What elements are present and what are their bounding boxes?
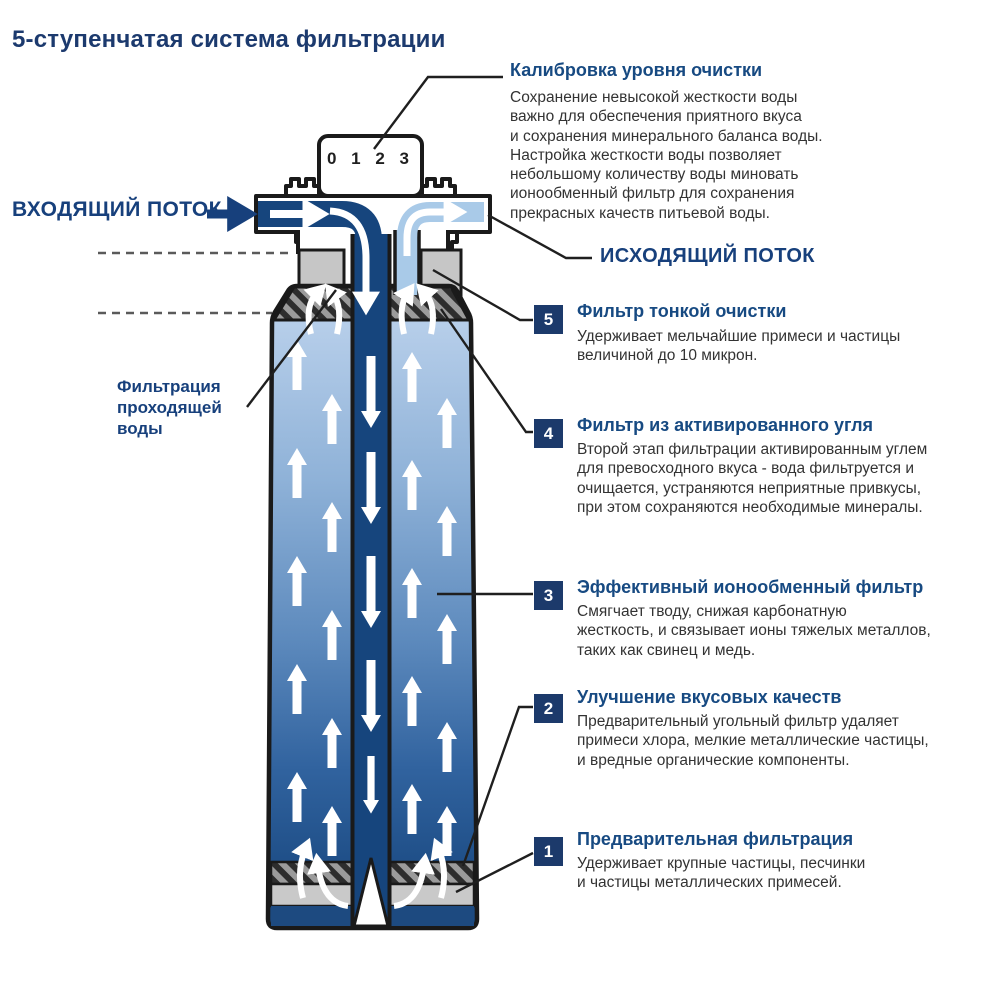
stage-1-heading: Предварительная фильтрация: [577, 829, 854, 849]
outlet-white-arrow: [403, 198, 468, 256]
stage-4-heading: Фильтр из активированного угля: [577, 415, 874, 435]
stage-4-body: Второй этап фильтрации активированным уг…: [577, 441, 928, 516]
stage-2-badge: 2: [534, 694, 563, 723]
leader-stage4: [440, 308, 533, 434]
inlet-elbow-arrow: [329, 207, 380, 316]
leader-stage2: [461, 705, 533, 867]
stage-2-heading: Улучшение вкусовых качеств: [577, 687, 842, 707]
dashed-guides: [98, 251, 292, 315]
leader-outlet: [487, 213, 592, 260]
leader-flow-label: [246, 289, 337, 408]
leader-stage1: [455, 851, 534, 894]
stage-4-badge: 4: [534, 419, 563, 448]
calibration-heading: Калибровка уровня очистки: [510, 60, 763, 80]
stage-5-heading: Фильтр тонкой очистки: [577, 301, 787, 321]
stage-3-heading: Эффективный ионообменный фильтр: [577, 577, 924, 597]
outlet-label: ИСХОДЯЩИЙ ПОТОК: [600, 245, 815, 267]
calibration-body: Сохранение невысокой жесткости воды важн…: [510, 89, 823, 222]
mount-tab-top-right: [420, 177, 457, 200]
flow-label: Фильтрация проходящей воды: [117, 377, 222, 438]
leader-lines: [246, 75, 592, 894]
stage-2-body: Предварительный угольный фильтр удаляет …: [577, 713, 929, 769]
stage-5-badge: 5: [534, 305, 563, 334]
dial-scale: 0 1 2 3: [327, 149, 414, 168]
stage-1-body: Удерживает крупные частицы, песчинки и ч…: [577, 855, 866, 892]
curved-arrows: [291, 283, 453, 909]
inlet-label: ВХОДЯЩИЙ ПОТОК: [12, 198, 222, 221]
page-title: 5-ступенчатая система фильтрации: [12, 26, 446, 53]
leader-calibration: [373, 75, 503, 150]
funnel: [352, 857, 390, 928]
stage-3-badge: 3: [534, 581, 563, 610]
stage-5-body: Удерживает мельчайшие примеси и частицы …: [577, 328, 901, 365]
leader-stage5: [432, 268, 533, 322]
dial-head: [317, 134, 424, 198]
stage-1-badge: 1: [534, 837, 563, 866]
stage-3-body: Смягчает тводу, снижая карбонатную жестк…: [577, 603, 931, 659]
